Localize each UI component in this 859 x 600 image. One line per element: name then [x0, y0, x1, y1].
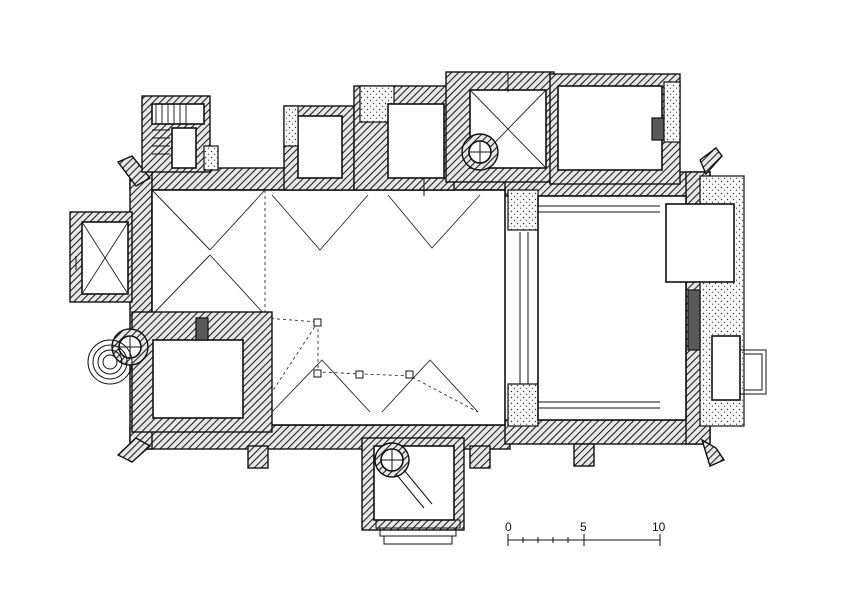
west-porch	[69, 211, 133, 303]
scale-tick-5: 5	[580, 520, 587, 534]
scale-tick-10: 10	[652, 520, 666, 534]
west-tower-rooms	[87, 311, 273, 433]
northwest-stair	[141, 95, 219, 173]
east-annex	[665, 175, 767, 427]
north-chapels	[283, 71, 681, 196]
scale-tick-0: 0	[505, 520, 512, 534]
scale-bar: 0 5 10	[505, 520, 666, 546]
chancel	[519, 195, 687, 421]
south-porch	[361, 437, 465, 545]
